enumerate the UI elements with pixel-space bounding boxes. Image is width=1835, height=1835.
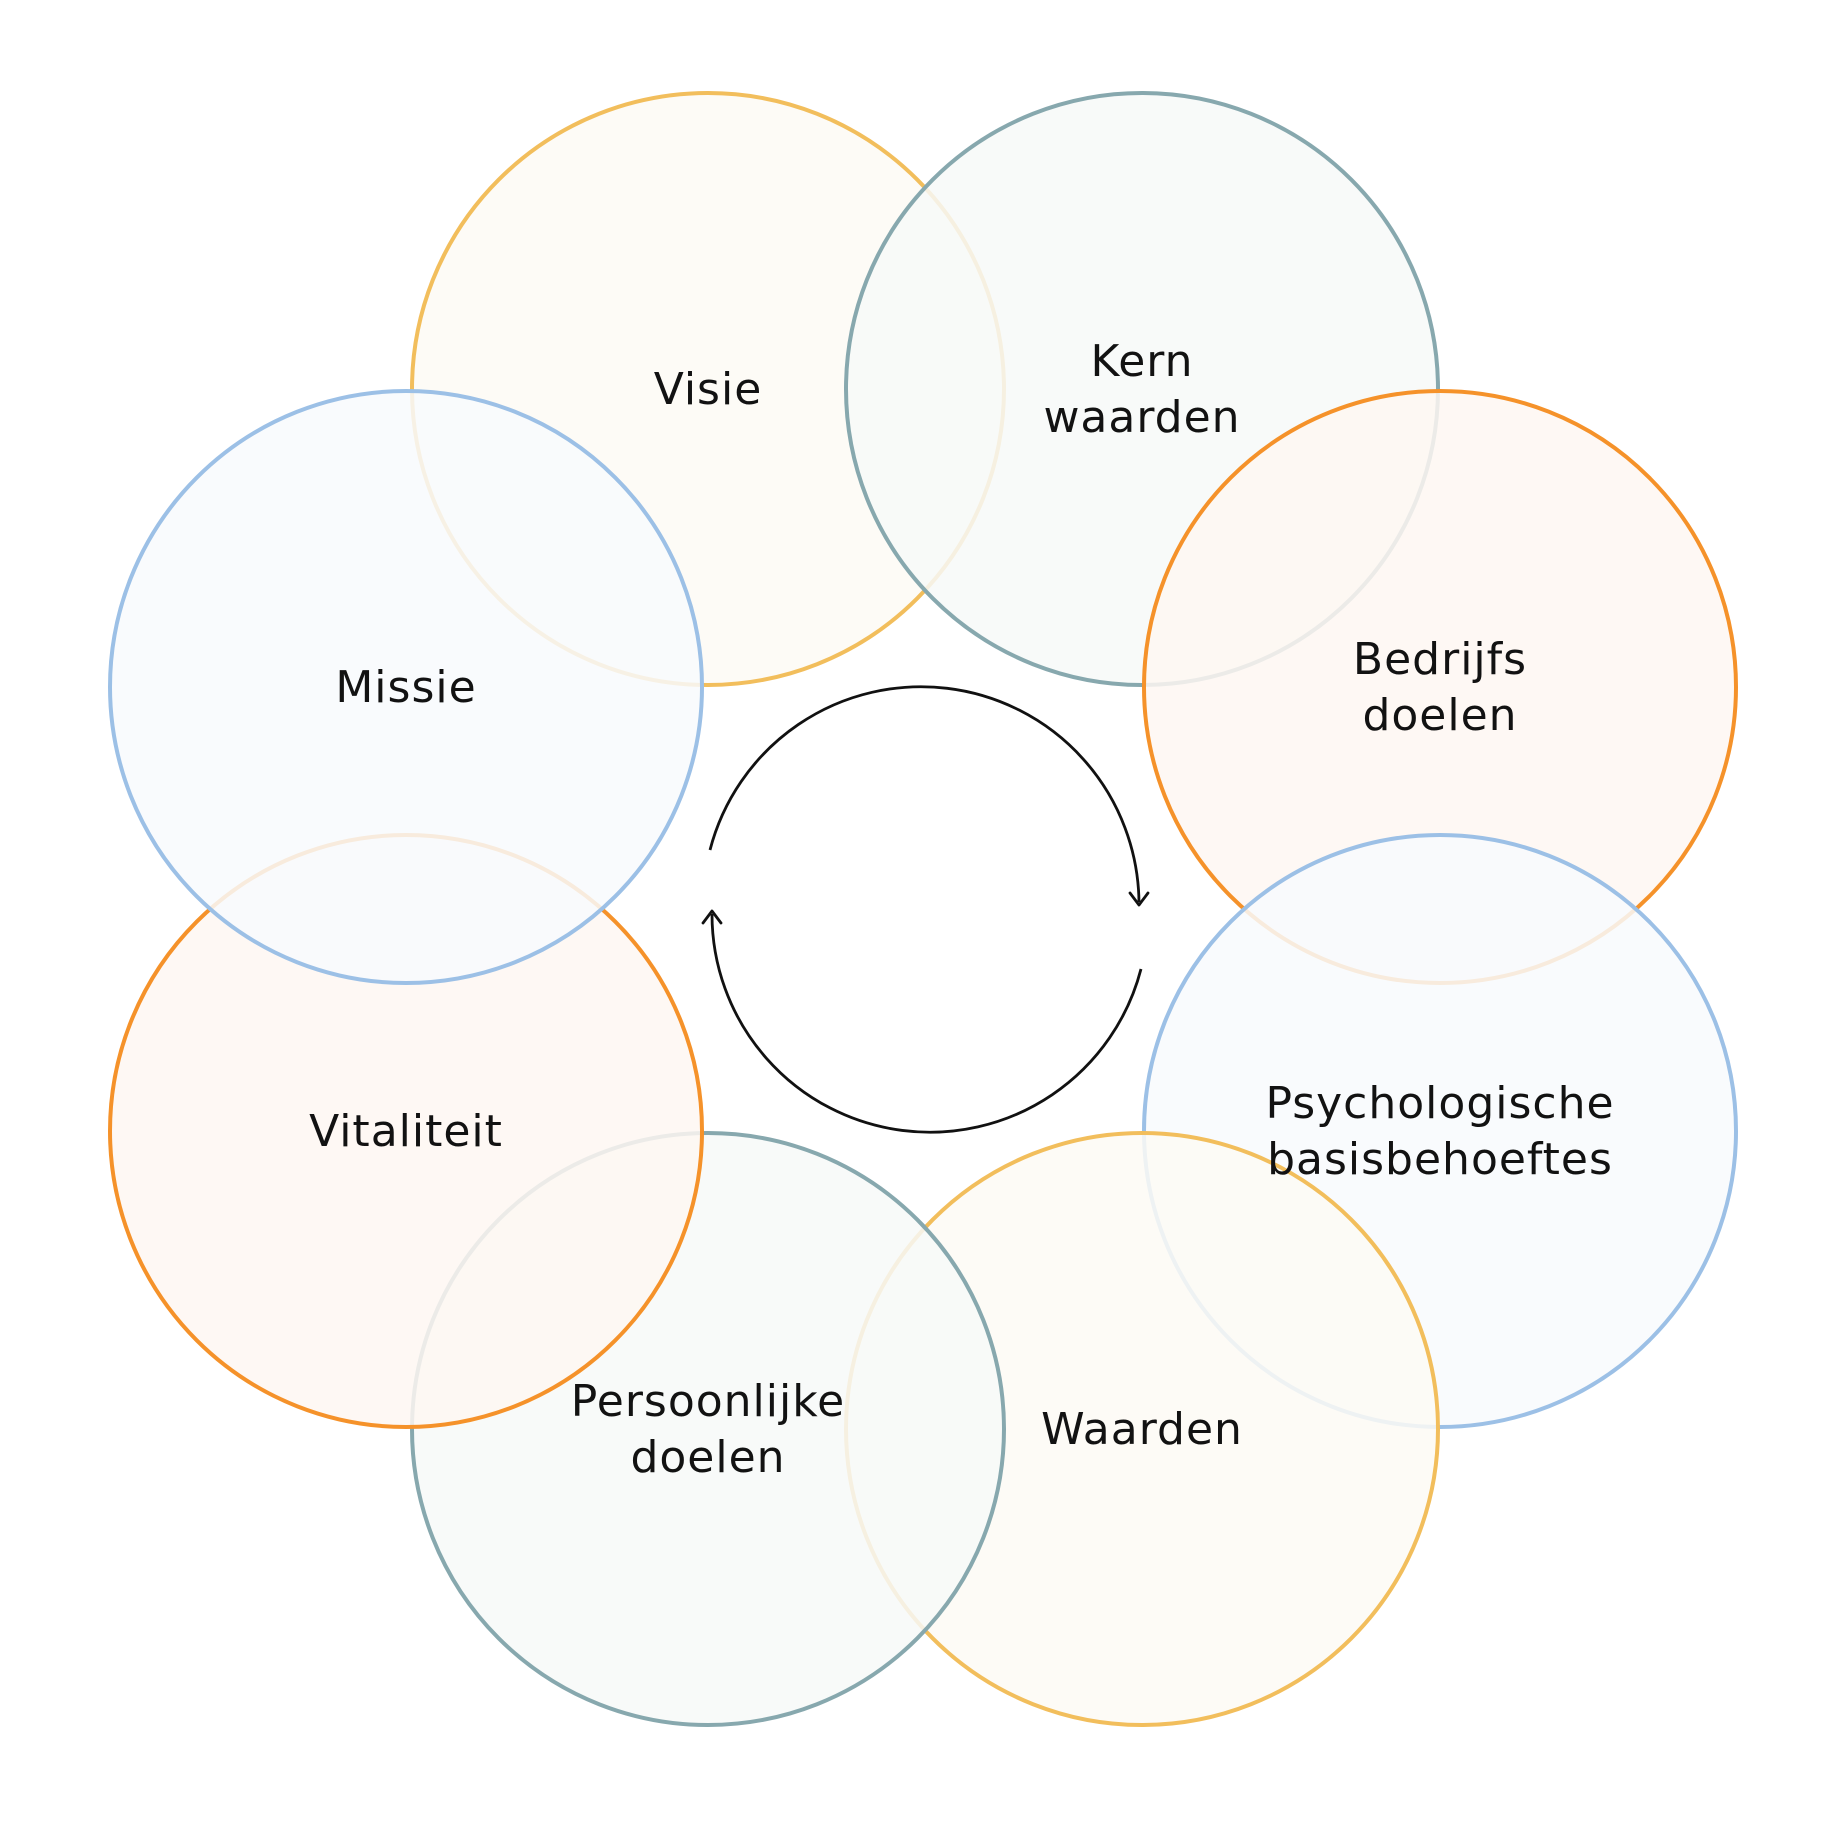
circle-missie bbox=[108, 389, 704, 985]
cycle-arrows bbox=[701, 685, 1150, 1134]
label-line: Persoonlijke bbox=[571, 1376, 845, 1427]
label-line: basisbehoeftes bbox=[1267, 1134, 1613, 1185]
cycle-arrowhead-left-icon bbox=[701, 909, 723, 925]
label-line: Missie bbox=[335, 662, 476, 713]
label-line: doelen bbox=[1362, 690, 1517, 741]
label-line: Kern bbox=[1091, 336, 1194, 387]
circles-layer bbox=[108, 91, 1738, 1727]
label-line: Visie bbox=[654, 364, 763, 415]
label-line: waarden bbox=[1043, 392, 1240, 443]
cycle-arrowhead-right-icon bbox=[1128, 891, 1150, 907]
label-line: Psychologische bbox=[1265, 1078, 1614, 1129]
label-line: doelen bbox=[630, 1432, 785, 1483]
label-visie: Visie bbox=[654, 364, 763, 415]
label-waarden: Waarden bbox=[1041, 1404, 1243, 1455]
label-line: Bedrijfs bbox=[1353, 634, 1527, 685]
cycle-arc-top bbox=[708, 685, 1141, 903]
cycle-arc-bottom bbox=[710, 913, 1143, 1134]
label-vitaliteit: Vitaliteit bbox=[309, 1106, 503, 1157]
label-missie: Missie bbox=[335, 662, 476, 713]
label-line: Waarden bbox=[1041, 1404, 1243, 1455]
label-line: Vitaliteit bbox=[309, 1106, 503, 1157]
